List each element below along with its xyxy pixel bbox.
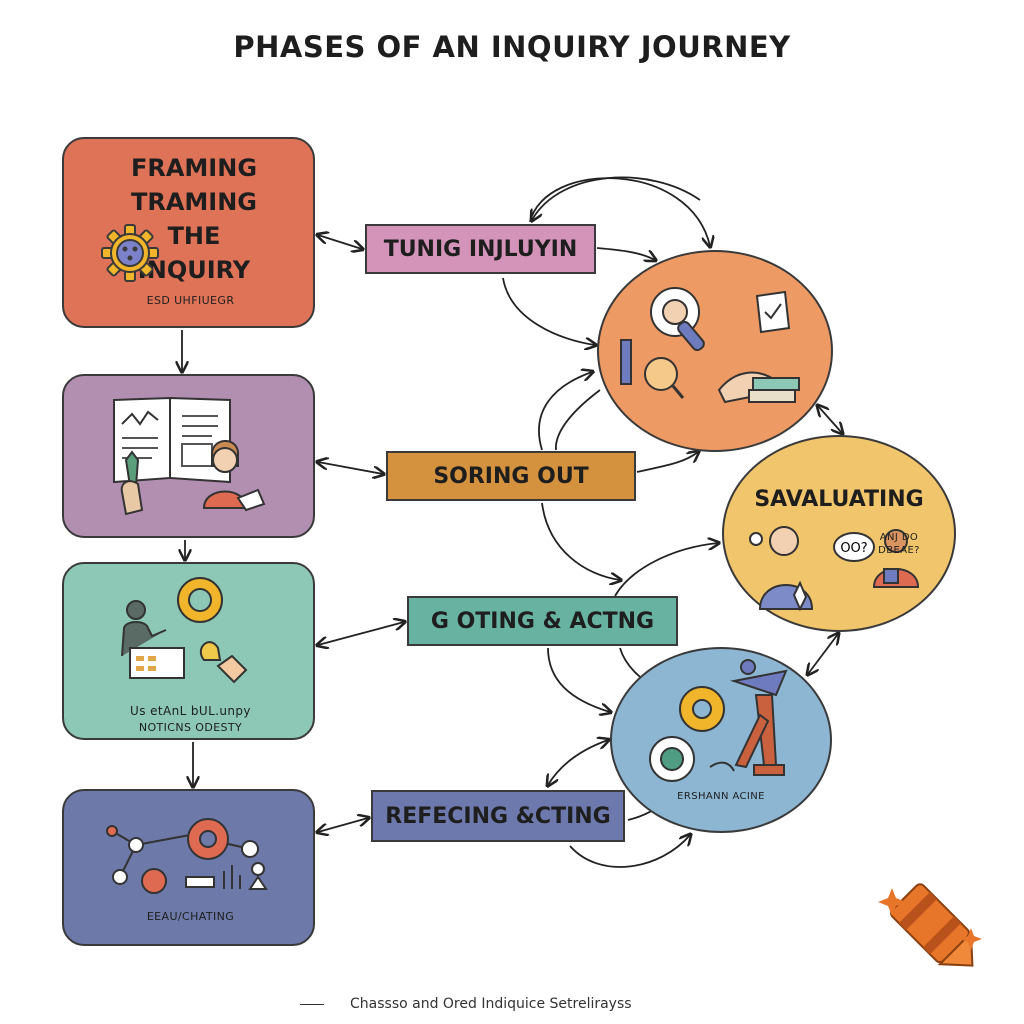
discussion-icon: OO? (749, 526, 920, 612)
research-tools-icon (620, 287, 800, 404)
arrow-eval-action (808, 634, 838, 674)
arrow-sorting-up (538, 372, 592, 451)
arrow-tuning-circle (596, 247, 655, 260)
phase-box-reflecting: EEAU/CHATING (62, 789, 315, 946)
circle-evaluating: SAVALUATING OO? ANJ DO DBEAE? (722, 435, 956, 632)
framing-caption: ESD UHFIUEGR (146, 294, 235, 307)
footer: Chassso and Ored Indiquice Setrelirayss (300, 996, 632, 1012)
presentation-icon (121, 577, 248, 684)
machinery-icon (649, 659, 788, 782)
arrow-box2-sorting (318, 462, 383, 474)
open-book-icon (113, 396, 266, 516)
circle-investigating (597, 250, 833, 452)
arrow-going-eval (614, 543, 718, 597)
evaluating-speech: ANJ DO DBEAE? (878, 532, 920, 556)
arrow-action-reflecting (548, 740, 608, 785)
label-reflecting: REFECING &CTING (371, 790, 625, 842)
arrow-box4-reflecting (318, 818, 368, 832)
label-sorting-out: SORING OUT (386, 451, 636, 501)
evaluating-title: SAVALUATING (754, 487, 924, 512)
arrow-circle-eval (818, 406, 842, 433)
phase-box-going-further: Us etAnL bUL.unpy NOTICNS ODESTY (62, 562, 315, 740)
arrow-reflect-loop (569, 835, 690, 868)
arrow-loop-top (529, 177, 710, 246)
going-caption-line1: Us etAnL bUL.unpy (130, 704, 251, 718)
arrow-box3-going (318, 622, 404, 645)
framing-title: FRAMING TRAMING THE INQUIRY (130, 154, 258, 284)
bubble-text: OO? (840, 541, 867, 556)
arrow-loop-top-back (532, 176, 701, 220)
reflecting-caption: EEAU/CHATING (146, 910, 235, 923)
phase-box-finding-out (62, 374, 315, 538)
going-caption-line2: NOTICNS ODESTY (138, 721, 243, 734)
arrow-tuning-down (502, 277, 595, 345)
page-title: PHASES OF AN INQUIRY JOURNEY (233, 30, 791, 64)
crayon-icon (878, 883, 982, 967)
network-icon (106, 818, 268, 894)
sparkle-icon (878, 888, 906, 916)
phase-box-framing: FRAMING TRAMING THE INQUIRY ESD UHFIUEGR (62, 137, 315, 328)
sparkle-icon-2 (960, 928, 982, 950)
arrow-sorting-down (541, 502, 620, 580)
action-caption: ERSHANN ACINE (677, 791, 765, 802)
circle-action: ERSHANN ACINE (610, 647, 832, 833)
arrow-going-down (547, 647, 610, 712)
arrow-sorting-circle (636, 452, 698, 473)
footer-dash (300, 1003, 324, 1005)
footer-text: Chassso and Ored Indiquice Setrelirayss (350, 996, 632, 1012)
arrow-box1-tuning (318, 235, 362, 249)
label-going-further: G OTING & ACTNG (407, 596, 678, 646)
arrow-circle-sorting (555, 389, 601, 451)
label-tuning-in: TUNIG INJLUYIN (365, 224, 596, 274)
gear-icon (101, 224, 159, 282)
